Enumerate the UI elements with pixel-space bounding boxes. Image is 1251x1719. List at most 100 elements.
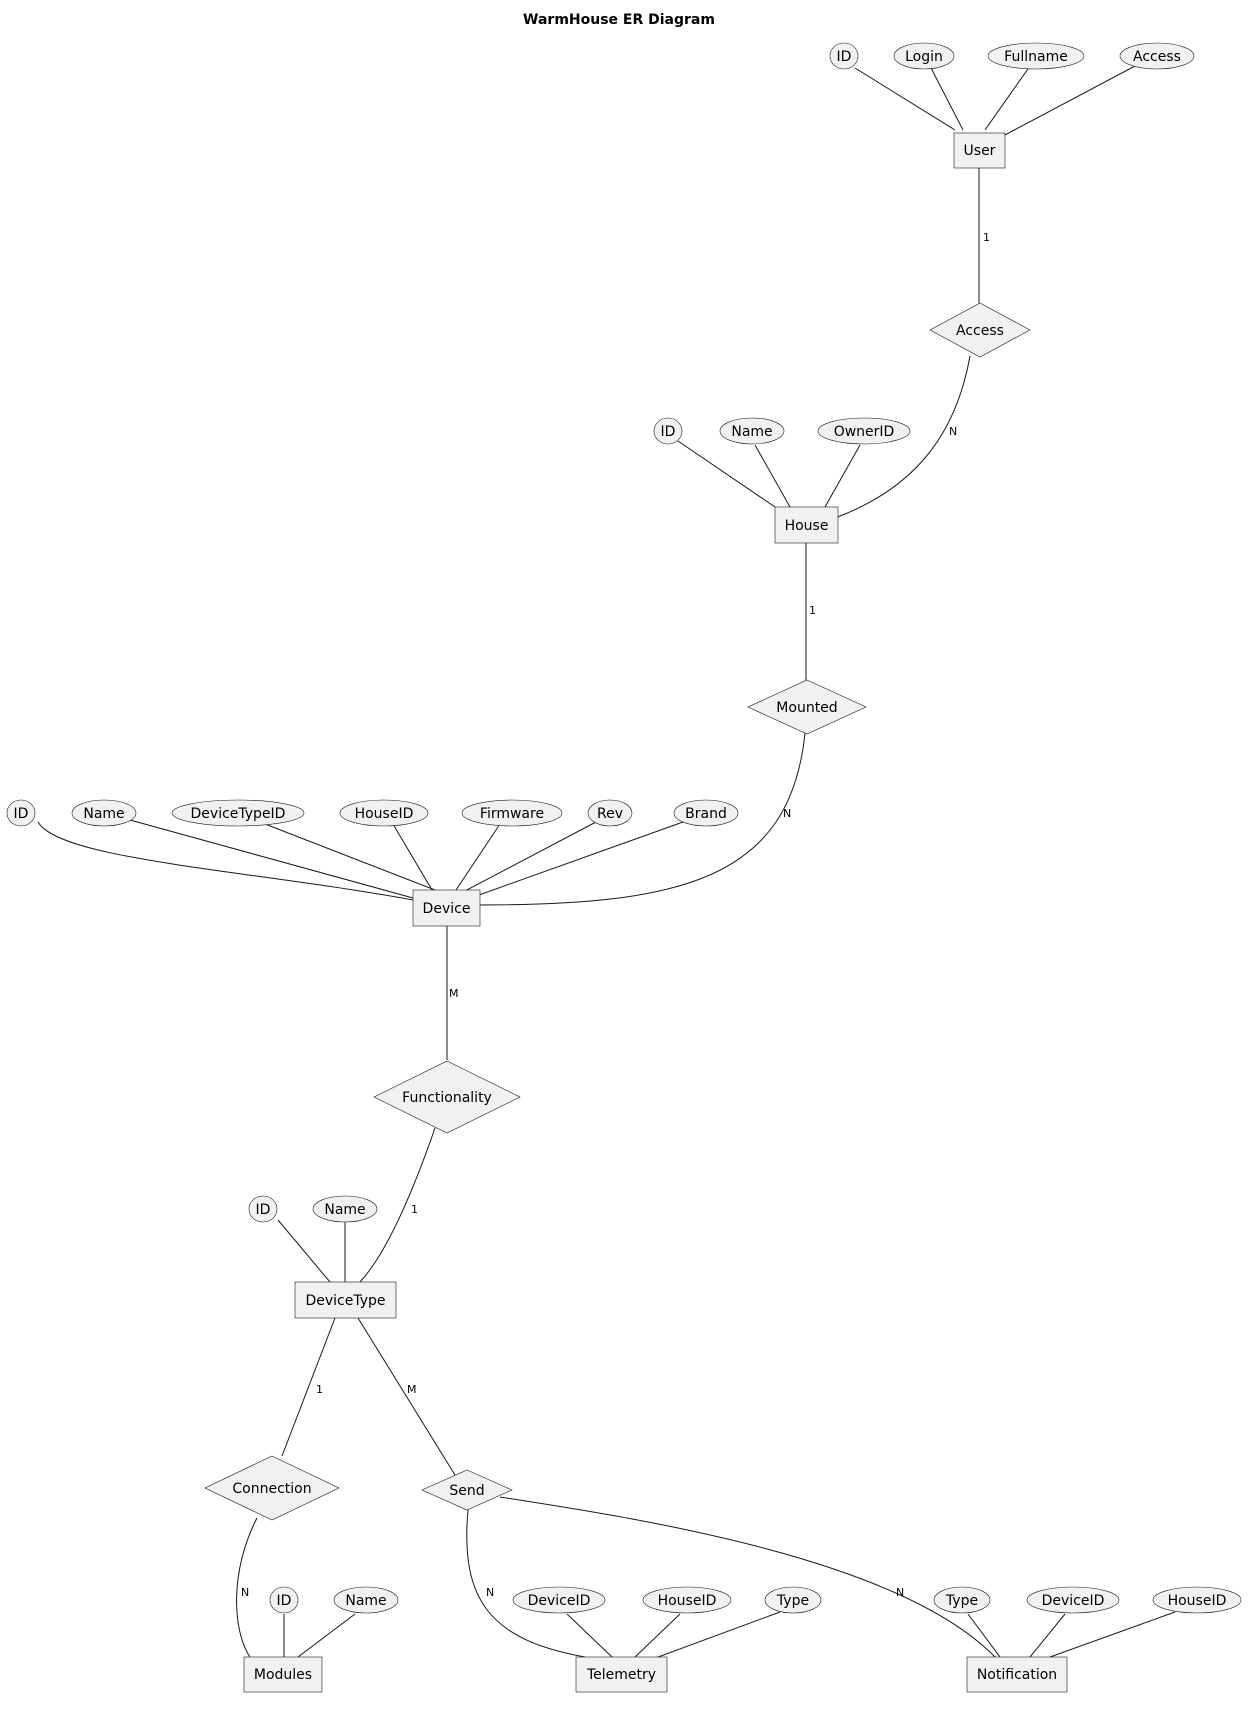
edge-device-name bbox=[129, 819, 414, 899]
edge-user-fullname bbox=[984, 65, 1031, 131]
edge-access-house bbox=[834, 355, 971, 519]
edge-user-login bbox=[929, 65, 964, 131]
attribute-device-houseid bbox=[339, 799, 429, 827]
cardinality-send-telemetry: N bbox=[486, 1586, 494, 1599]
edge-user-access bbox=[1002, 65, 1136, 137]
edge-notification-type bbox=[967, 1613, 1001, 1658]
entity-house bbox=[774, 506, 839, 544]
attribute-user-fullname-label: Fullname bbox=[1004, 49, 1068, 65]
edge-devicetype-id bbox=[277, 1219, 331, 1283]
attribute-notification-type-label: Type bbox=[945, 1593, 978, 1609]
attribute-device-devicetypeid-label: DeviceTypeID bbox=[191, 806, 286, 822]
edge-send-notification bbox=[499, 1496, 996, 1658]
attribute-telemetry-houseid-label: HouseID bbox=[658, 1593, 717, 1609]
edge-send-telemetry bbox=[466, 1509, 586, 1658]
attribute-user-login bbox=[893, 42, 955, 70]
attribute-device-id-label: ID bbox=[14, 806, 29, 822]
entity-house-label: House bbox=[785, 518, 829, 534]
attribute-device-rev bbox=[587, 799, 633, 827]
attribute-device-firmware-label: Firmware bbox=[480, 806, 544, 822]
attribute-device-name bbox=[71, 799, 137, 827]
attribute-device-id bbox=[6, 799, 36, 827]
attribute-device-devicetypeid bbox=[171, 799, 305, 827]
attribute-devicetype-name bbox=[312, 1195, 378, 1223]
entity-modules bbox=[243, 1656, 323, 1693]
relationships: Access Mounted Functionality Connection … bbox=[204, 302, 1031, 1521]
attribute-device-brand bbox=[673, 799, 739, 827]
edge-user-id bbox=[854, 67, 956, 131]
edge-functionality-devicetype bbox=[359, 1127, 436, 1283]
attribute-user-id bbox=[829, 42, 859, 70]
attribute-device-brand-label: Brand bbox=[685, 806, 727, 822]
cardinality-devicetype-send: M bbox=[407, 1383, 417, 1396]
attribute-notification-deviceid-label: DeviceID bbox=[1042, 1593, 1105, 1609]
edge-mounted-device bbox=[478, 732, 806, 906]
attribute-modules-name-label: Name bbox=[345, 1593, 386, 1609]
edge-telemetry-type bbox=[649, 1611, 781, 1661]
attribute-telemetry-deviceid-label: DeviceID bbox=[528, 1593, 591, 1609]
attribute-devicetype-id bbox=[248, 1195, 278, 1223]
edge-device-houseid bbox=[392, 823, 433, 891]
attribute-telemetry-type-label: Type bbox=[776, 1593, 809, 1609]
entity-notification-label: Notification bbox=[977, 1667, 1057, 1683]
edge-device-id bbox=[37, 821, 414, 901]
entity-devicetype-label: DeviceType bbox=[305, 1293, 385, 1309]
edge-modules-name bbox=[297, 1613, 356, 1658]
attribute-user-access-label: Access bbox=[1133, 49, 1181, 65]
cardinality-house-mounted: 1 bbox=[809, 604, 816, 617]
entity-devicetype bbox=[294, 1281, 397, 1319]
attribute-devicetype-id-label: ID bbox=[256, 1202, 271, 1218]
cardinality-device-functionality: M bbox=[449, 987, 459, 1000]
attribute-modules-name bbox=[333, 1586, 399, 1614]
edge-house-ownerid bbox=[824, 444, 861, 508]
attribute-house-ownerid-label: OwnerID bbox=[834, 424, 895, 440]
relationship-functionality-label: Functionality bbox=[402, 1090, 492, 1106]
attribute-devicetype-name-label: Name bbox=[324, 1202, 365, 1218]
edge-house-name bbox=[754, 444, 791, 508]
cardinality-access-house: N bbox=[949, 425, 957, 438]
edge-notification-deviceid bbox=[1029, 1613, 1066, 1658]
edge-connection-modules bbox=[236, 1517, 258, 1658]
entity-notification bbox=[966, 1656, 1068, 1693]
relationship-connection bbox=[204, 1455, 340, 1521]
attribute-device-firmware bbox=[461, 799, 563, 827]
entity-telemetry-label: Telemetry bbox=[586, 1667, 656, 1683]
entities: User House Device DeviceType Modules Tel… bbox=[243, 132, 1068, 1693]
edge-house-id bbox=[677, 440, 776, 508]
attribute-device-name-label: Name bbox=[83, 806, 124, 822]
edge-device-devicetypeid bbox=[264, 823, 436, 891]
attribute-notification-type bbox=[933, 1586, 991, 1614]
edge-telemetry-deviceid bbox=[566, 1613, 613, 1658]
attribute-telemetry-deviceid bbox=[512, 1586, 606, 1614]
attribute-modules-id bbox=[269, 1586, 299, 1614]
edge-device-brand bbox=[464, 821, 684, 901]
cardinality-send-notification: N bbox=[896, 1586, 904, 1599]
attribute-user-fullname bbox=[987, 42, 1085, 70]
edges bbox=[37, 65, 1176, 1661]
attribute-user-access bbox=[1119, 42, 1195, 70]
entity-telemetry bbox=[575, 1656, 668, 1693]
cardinality-connection-modules: N bbox=[241, 1586, 249, 1599]
cardinality-labels: 1 N 1 N M 1 1 M N N N bbox=[241, 231, 990, 1599]
cardinality-user-access: 1 bbox=[983, 231, 990, 244]
attribute-house-ownerid bbox=[817, 417, 911, 445]
attribute-notification-houseid bbox=[1152, 1586, 1242, 1614]
edge-devicetype-connection bbox=[281, 1317, 336, 1457]
cardinality-functionality-devicetype: 1 bbox=[411, 1203, 418, 1216]
attribute-house-name bbox=[719, 417, 785, 445]
relationship-send bbox=[421, 1469, 513, 1511]
attribute-house-name-label: Name bbox=[731, 424, 772, 440]
relationship-mounted bbox=[747, 679, 867, 735]
relationship-connection-label: Connection bbox=[232, 1481, 311, 1497]
edge-device-rev bbox=[462, 821, 597, 893]
diagram-title: WarmHouse ER Diagram bbox=[523, 12, 715, 28]
relationship-access-label: Access bbox=[956, 323, 1004, 339]
attribute-device-houseid-label: HouseID bbox=[355, 806, 414, 822]
attribute-user-login-label: Login bbox=[905, 49, 943, 65]
attribute-telemetry-type bbox=[764, 1586, 822, 1614]
attribute-house-id bbox=[653, 417, 683, 445]
entity-user bbox=[953, 132, 1006, 169]
attribute-modules-id-label: ID bbox=[277, 1593, 292, 1609]
entity-device bbox=[412, 889, 481, 927]
